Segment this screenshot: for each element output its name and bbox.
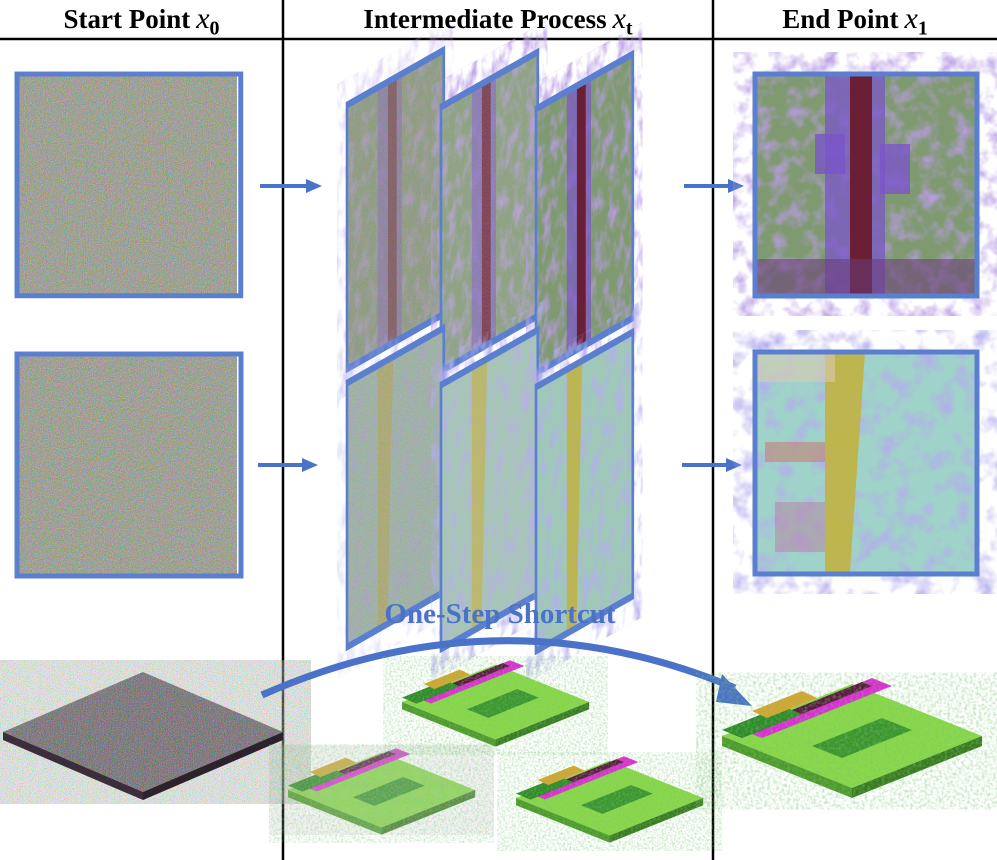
row-1-end-image — [752, 71, 980, 299]
column-title-start-subscript: 0 — [209, 17, 220, 40]
row-1-arrow-in — [260, 179, 322, 193]
row-3-intermediate-voxel-2 — [402, 660, 589, 746]
row-2-arrow-in — [258, 458, 318, 472]
row-1-intermediate-frame-1 — [345, 45, 446, 374]
column-title-end-symbol: x — [904, 2, 918, 35]
row-3-end-voxels — [722, 678, 982, 798]
column-title-middle-symbol: x — [612, 2, 626, 35]
row-1-intermediate-frame-2 — [439, 47, 540, 376]
row-3-intermediate-voxel-3 — [516, 756, 703, 842]
row-2-arrow-out — [682, 458, 742, 472]
column-title-start-symbol: x — [196, 2, 210, 35]
row-3-start-noise-voxels — [3, 672, 283, 800]
column-title-start-text: Start Point — [63, 4, 191, 34]
shortcut-label: One-Step Shortcut — [384, 598, 616, 630]
row-1-start-noise-image — [14, 71, 244, 299]
row-2-intermediate-frame-3 — [534, 327, 635, 656]
column-title-middle-text: Intermediate Process — [363, 4, 607, 34]
row-2-start-noise-image — [14, 351, 244, 579]
row-3-intermediate-voxel-1 — [288, 748, 476, 834]
column-title-end-subscript: 1 — [917, 17, 928, 40]
row-1-intermediate-frame-3 — [534, 49, 635, 378]
column-title-middle-subscript: t — [625, 17, 633, 40]
row-1-arrow-out — [684, 179, 744, 193]
column-title-end-text: End Point — [782, 4, 899, 34]
row-2-end-image — [752, 349, 980, 577]
